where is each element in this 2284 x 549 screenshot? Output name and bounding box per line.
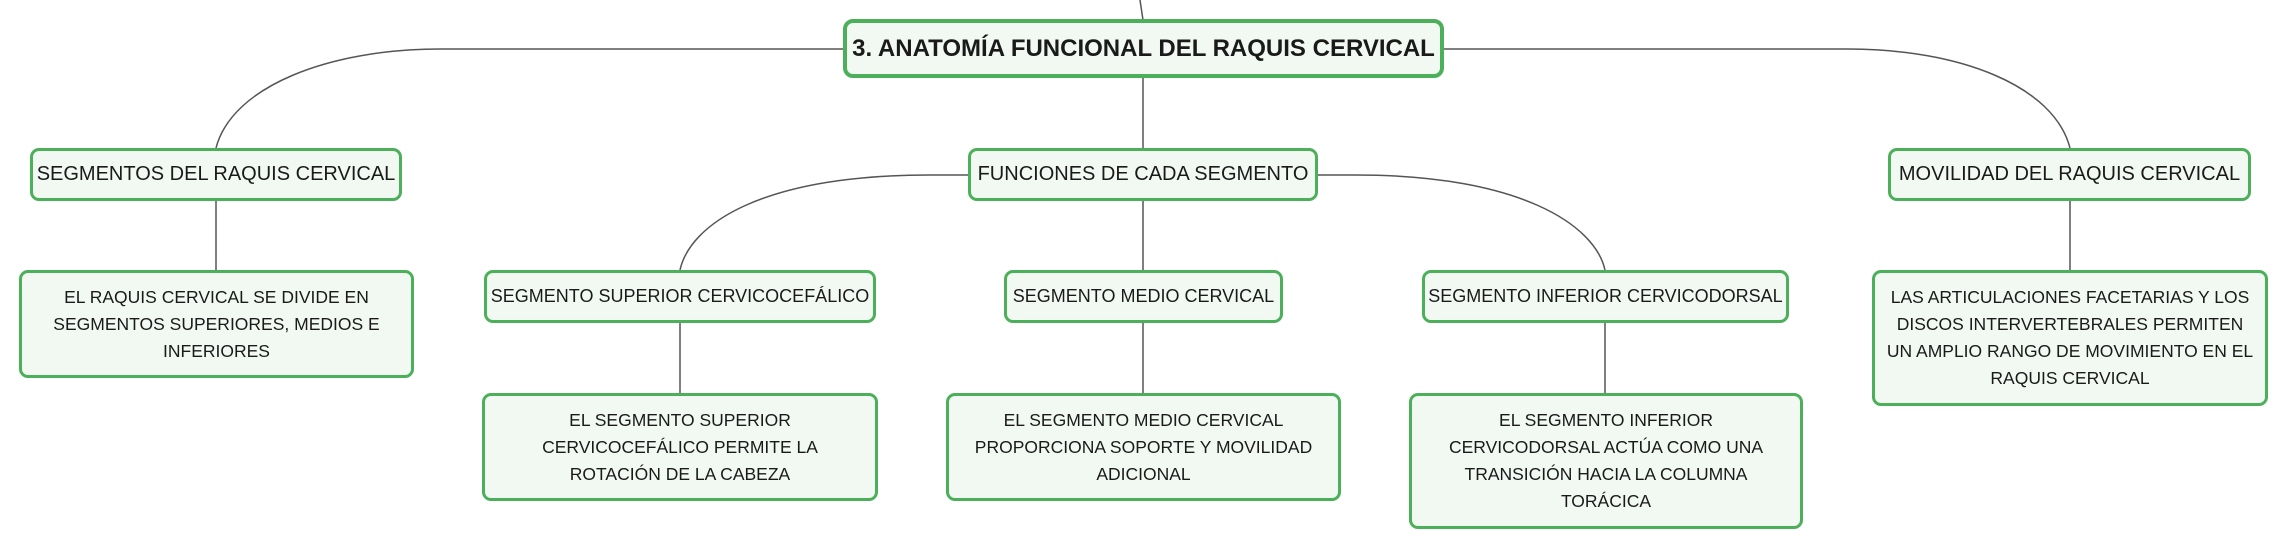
root-topic-label: 3. ANATOMÍA FUNCIONAL DEL RAQUIS CERVICA… <box>852 34 1435 62</box>
topic-movilidad-label: MOVILIDAD DEL RAQUIS CERVICAL <box>1898 163 2241 185</box>
topic-segmento-superior-label: SEGMENTO SUPERIOR CERVICOCEFÁLICO <box>490 286 870 306</box>
detail-movilidad[interactable]: LAS ARTICULACIONES FACETARIAS Y LOS DISC… <box>1872 270 2268 406</box>
topic-funciones-label: FUNCIONES DE CADA SEGMENTO <box>977 163 1309 185</box>
detail-movilidad-text: LAS ARTICULACIONES FACETARIAS Y LOS DISC… <box>1886 287 2254 388</box>
root-topic[interactable]: 3. ANATOMÍA FUNCIONAL DEL RAQUIS CERVICA… <box>843 19 1444 78</box>
detail-segmento-superior[interactable]: EL SEGMENTO SUPERIOR CERVICOCEFÁLICO PER… <box>482 393 878 501</box>
detail-segmento-inferior[interactable]: EL SEGMENTO INFERIOR CERVICODORSAL ACTÚA… <box>1409 393 1803 529</box>
detail-segmentos[interactable]: EL RAQUIS CERVICAL SE DIVIDE EN SEGMENTO… <box>19 270 414 378</box>
link-funciones-inferior <box>1318 174 1606 271</box>
link-top-offscreen <box>1139 0 1144 21</box>
topic-funciones[interactable]: FUNCIONES DE CADA SEGMENTO <box>968 148 1318 201</box>
topic-segmento-superior[interactable]: SEGMENTO SUPERIOR CERVICOCEFÁLICO <box>484 270 876 323</box>
detail-segmento-superior-text: EL SEGMENTO SUPERIOR CERVICOCEFÁLICO PER… <box>542 409 818 484</box>
detail-segmento-medio[interactable]: EL SEGMENTO MEDIO CERVICAL PROPORCIONA S… <box>946 393 1341 501</box>
link-root-movilidad <box>1444 48 2071 149</box>
topic-movilidad[interactable]: MOVILIDAD DEL RAQUIS CERVICAL <box>1888 148 2251 201</box>
detail-segmento-inferior-text: EL SEGMENTO INFERIOR CERVICODORSAL ACTÚA… <box>1448 410 1764 511</box>
topic-segmento-inferior-label: SEGMENTO INFERIOR CERVICODORSAL <box>1428 286 1783 306</box>
topic-segmento-medio-label: SEGMENTO MEDIO CERVICAL <box>1012 286 1275 306</box>
detail-segmento-medio-text: EL SEGMENTO MEDIO CERVICAL PROPORCIONA S… <box>974 409 1313 484</box>
topic-segmentos-label: SEGMENTOS DEL RAQUIS CERVICAL <box>36 163 396 185</box>
topic-segmento-inferior[interactable]: SEGMENTO INFERIOR CERVICODORSAL <box>1422 270 1789 323</box>
topic-segmento-medio[interactable]: SEGMENTO MEDIO CERVICAL <box>1004 270 1283 323</box>
detail-segmentos-text: EL RAQUIS CERVICAL SE DIVIDE EN SEGMENTO… <box>53 286 380 361</box>
topic-segmentos[interactable]: SEGMENTOS DEL RAQUIS CERVICAL <box>30 148 402 201</box>
link-root-segmentos <box>215 48 843 149</box>
link-funciones-superior <box>679 174 968 271</box>
